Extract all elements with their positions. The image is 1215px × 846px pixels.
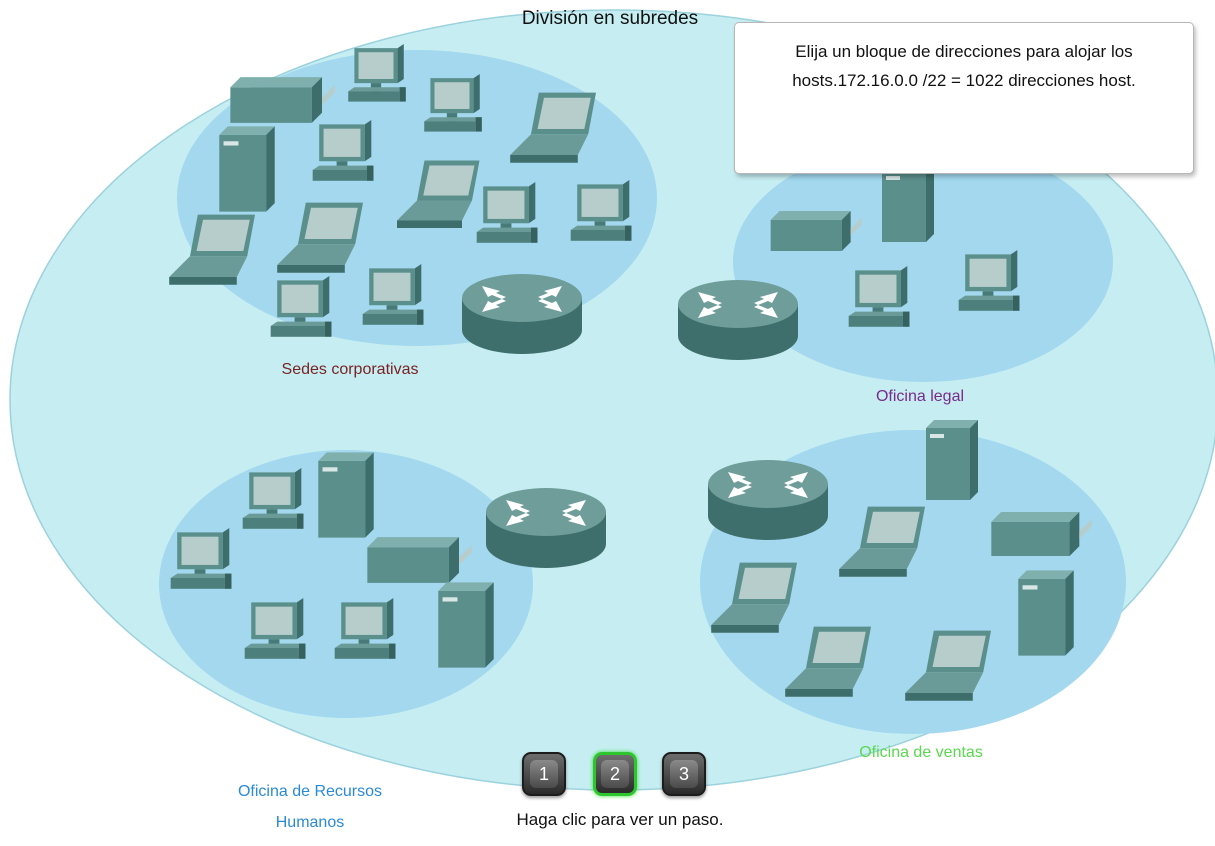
step-1-button[interactable]: 1: [522, 752, 566, 796]
pc-icon: [424, 74, 482, 132]
label-sales-office: Oficina de ventas: [859, 744, 983, 761]
step-controls: 1 2 3: [522, 752, 722, 800]
step-1-label: 1: [530, 760, 558, 788]
step-2-button[interactable]: 2: [593, 752, 637, 796]
router-icon: [708, 460, 828, 540]
router-icon: [678, 280, 798, 360]
pc-icon: [244, 598, 306, 659]
step-hint: Haga clic para ver un paso.: [516, 810, 724, 829]
step-3-label: 3: [670, 760, 698, 788]
step-2-label: 2: [601, 760, 629, 788]
pc-icon: [312, 120, 374, 181]
label-hr-office: Oficina de Recursos Humanos: [237, 783, 383, 831]
pc-icon: [348, 44, 406, 102]
pc-icon: [362, 264, 424, 325]
subnet-legal: [733, 142, 1113, 382]
info-callout: Elija un bloque de direcciones para aloj…: [734, 22, 1194, 174]
server-icon: [926, 420, 978, 500]
server-icon: [882, 162, 934, 242]
pc-icon: [848, 266, 910, 327]
pc-icon: [270, 276, 332, 337]
label-headquarters: Sedes corporativas: [281, 361, 419, 378]
pc-icon: [570, 180, 632, 241]
router-icon: [486, 488, 606, 568]
pc-icon: [170, 528, 232, 589]
server-icon: [438, 582, 494, 668]
server-icon: [318, 452, 374, 538]
server-icon: [219, 126, 275, 212]
diagram-title: División en subredes: [521, 8, 699, 29]
pc-icon: [476, 182, 538, 243]
pc-icon: [958, 250, 1020, 311]
router-icon: [462, 274, 582, 354]
callout-text: Elija un bloque de direcciones para aloj…: [792, 42, 1136, 90]
server-icon: [1018, 570, 1074, 656]
label-legal-office: Oficina legal: [875, 388, 965, 405]
pc-icon: [334, 598, 396, 659]
step-3-button[interactable]: 3: [662, 752, 706, 796]
pc-icon: [242, 468, 304, 529]
